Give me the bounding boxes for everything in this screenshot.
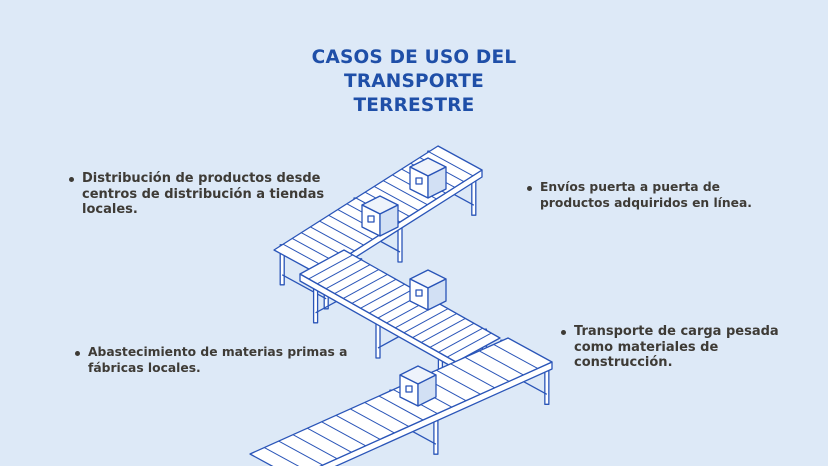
conveyor-brace — [281, 274, 327, 300]
conveyor-roller — [369, 288, 414, 314]
package-label-icon — [415, 289, 423, 297]
bullet-icon — [75, 351, 80, 356]
conveyor-roller — [350, 408, 395, 434]
title-line-3: TERRESTRE — [353, 95, 475, 116]
package-box — [409, 269, 447, 311]
use-case-text: Envíos puerta a puerta de productos adqu… — [540, 180, 752, 210]
title-line-1: CASOS DE USO DEL — [311, 47, 517, 68]
conveyor-roller — [278, 440, 323, 466]
conveyor-bed — [249, 337, 553, 466]
package-label-icon — [415, 177, 423, 185]
use-case-text: Distribución de productos desde centros … — [82, 171, 325, 217]
conveyor-roller — [464, 356, 510, 382]
conveyor-mid-segment — [299, 249, 501, 394]
conveyor-roller — [360, 283, 405, 309]
conveyor-roller — [334, 269, 379, 294]
conveyor-roller — [308, 254, 353, 280]
conveyor-roller — [343, 274, 388, 299]
package-box — [361, 195, 399, 237]
conveyor-roller — [428, 151, 474, 177]
conveyor-roller — [264, 447, 300, 466]
package-box — [399, 365, 437, 407]
package-label-icon — [367, 215, 375, 223]
conveyor-roller — [292, 434, 338, 460]
conveyor-roller — [438, 327, 483, 353]
conveyor-roller — [436, 369, 481, 395]
use-case-heavy-cargo: Transporte de carga pesada como material… — [561, 324, 794, 371]
use-case-door-to-door: Envíos puerta a puerta de productos adqu… — [527, 180, 770, 211]
conveyor-roller — [479, 350, 524, 376]
use-case-distribution: Distribución de productos desde centros … — [69, 171, 342, 218]
conveyor-roller — [450, 363, 495, 389]
title-line-2: TRANSPORTE — [344, 71, 484, 92]
conveyor-roller — [325, 264, 371, 290]
use-case-text: Abastecimiento de materias primas a fábr… — [88, 345, 348, 375]
page-title: CASOS DE USO DEL TRANSPORTE TERRESTRE — [264, 46, 564, 118]
use-case-raw-materials: Abastecimiento de materias primas a fábr… — [75, 345, 358, 376]
conveyor-roller — [321, 421, 366, 447]
use-case-text: Transporte de carga pesada como material… — [574, 324, 779, 370]
package-label-icon — [405, 385, 413, 393]
conveyor-low-segment — [249, 337, 553, 466]
conveyor-roller — [307, 427, 352, 453]
conveyor-roller — [429, 322, 475, 348]
conveyor-roller — [328, 214, 373, 240]
conveyor-roller — [493, 344, 538, 369]
conveyor-roller — [364, 402, 409, 427]
conveyor-roller — [378, 395, 424, 421]
conveyor-roller — [317, 259, 362, 285]
conveyor-roller — [403, 308, 449, 334]
bullet-icon — [527, 186, 532, 191]
conveyor-roller — [335, 414, 381, 440]
conveyor-roller — [383, 180, 428, 206]
bullet-icon — [561, 330, 566, 335]
conveyor-roller — [319, 220, 364, 246]
package-box — [409, 157, 447, 199]
conveyor-roller — [412, 313, 457, 338]
conveyor-roller — [351, 278, 397, 304]
conveyor-roller — [373, 186, 419, 211]
bullet-icon — [69, 177, 74, 182]
conveyor-roller — [310, 226, 355, 252]
conveyor-roller — [421, 318, 466, 343]
conveyor-roller — [447, 332, 492, 358]
